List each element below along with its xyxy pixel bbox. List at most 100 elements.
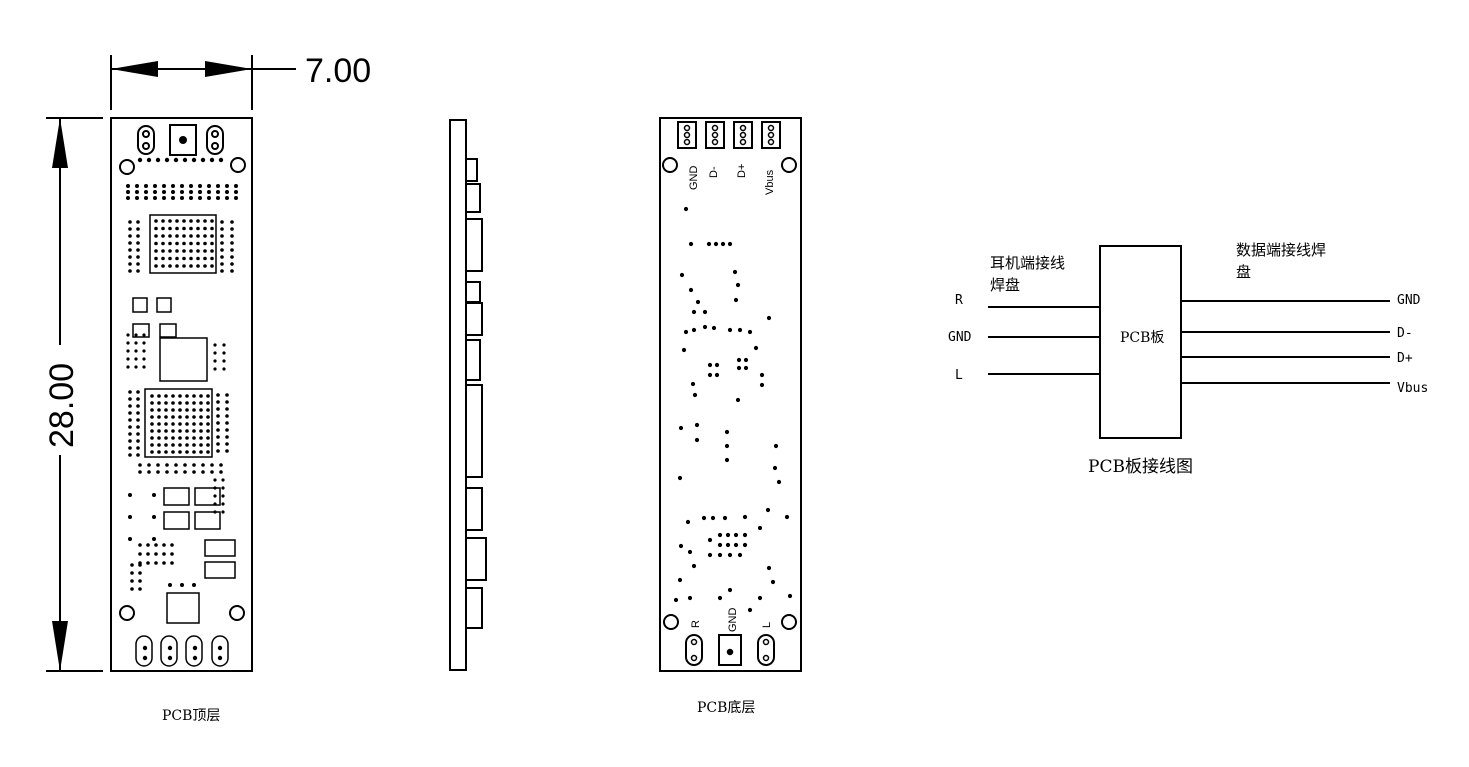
dot bbox=[688, 241, 694, 247]
dot bbox=[218, 157, 224, 163]
dot bbox=[225, 184, 229, 188]
dot bbox=[136, 432, 140, 436]
dot bbox=[152, 515, 156, 519]
dot bbox=[136, 234, 140, 238]
dot bbox=[196, 219, 200, 223]
dot bbox=[201, 463, 205, 467]
dot bbox=[146, 543, 150, 547]
dot bbox=[713, 241, 719, 247]
dot bbox=[717, 532, 723, 538]
dot bbox=[707, 537, 713, 543]
dot bbox=[230, 234, 234, 238]
dot bbox=[225, 442, 229, 446]
dot bbox=[196, 264, 200, 268]
dot bbox=[717, 542, 723, 548]
dot bbox=[234, 190, 238, 194]
dot bbox=[175, 249, 179, 253]
dot bbox=[136, 418, 140, 422]
dot bbox=[222, 343, 226, 347]
dot bbox=[220, 269, 224, 273]
dot bbox=[225, 421, 229, 425]
dot bbox=[142, 655, 148, 661]
dot bbox=[192, 394, 196, 398]
dot bbox=[154, 219, 158, 223]
dot bbox=[150, 408, 154, 412]
dot bbox=[126, 196, 130, 200]
dot bbox=[189, 184, 193, 188]
dot bbox=[743, 357, 749, 363]
dot bbox=[733, 532, 739, 538]
dot bbox=[206, 408, 210, 412]
dot bbox=[225, 414, 229, 418]
dot bbox=[702, 324, 708, 330]
wiring-caption: PCB板接线图 bbox=[1088, 457, 1193, 477]
dot bbox=[225, 190, 229, 194]
dot bbox=[178, 415, 182, 419]
dot bbox=[757, 525, 763, 531]
top-dot-fields bbox=[126, 157, 238, 661]
bottom-pad-holes bbox=[683, 124, 775, 662]
dot bbox=[217, 655, 223, 661]
dot bbox=[206, 443, 210, 447]
dot bbox=[222, 351, 226, 355]
dot bbox=[192, 463, 196, 467]
dot bbox=[136, 411, 140, 415]
dot bbox=[210, 219, 214, 223]
dot bbox=[182, 264, 186, 268]
dot bbox=[128, 432, 132, 436]
dot bbox=[225, 407, 229, 411]
dot bbox=[773, 443, 779, 449]
dot bbox=[209, 157, 215, 163]
dot bbox=[161, 219, 165, 223]
dot bbox=[178, 450, 182, 454]
dot bbox=[168, 226, 172, 231]
dot bbox=[144, 184, 148, 188]
dot bbox=[142, 341, 146, 345]
dot bbox=[142, 365, 146, 369]
dot bbox=[138, 579, 142, 583]
dot bbox=[735, 282, 741, 288]
dot bbox=[199, 408, 203, 412]
dot bbox=[737, 327, 743, 333]
dot bbox=[171, 394, 175, 398]
dot bbox=[178, 408, 182, 412]
dot bbox=[136, 241, 140, 245]
dot bbox=[182, 234, 186, 238]
dot bbox=[152, 537, 156, 541]
dot bbox=[144, 190, 148, 194]
dot bbox=[673, 597, 679, 603]
dot bbox=[128, 446, 132, 450]
dot bbox=[691, 563, 697, 569]
dot bbox=[128, 537, 132, 541]
dot bbox=[198, 190, 202, 194]
dot bbox=[725, 542, 731, 548]
dot bbox=[171, 436, 175, 440]
dot bbox=[180, 196, 184, 200]
dot bbox=[192, 443, 196, 447]
dot bbox=[207, 184, 211, 188]
dot bbox=[216, 196, 220, 200]
dot bbox=[128, 248, 132, 252]
dot bbox=[128, 390, 132, 394]
dot bbox=[161, 264, 165, 268]
dot bbox=[216, 435, 220, 439]
dot bbox=[168, 241, 172, 246]
dot bbox=[126, 349, 130, 353]
dot bbox=[210, 226, 214, 231]
dot bbox=[130, 587, 134, 591]
dot bbox=[167, 645, 173, 651]
dot bbox=[130, 563, 134, 567]
dot bbox=[178, 401, 182, 405]
width-dimension bbox=[110, 55, 296, 110]
dot bbox=[175, 234, 179, 238]
dot bbox=[784, 514, 790, 520]
dot bbox=[681, 347, 687, 353]
dot bbox=[216, 400, 220, 404]
dot bbox=[154, 256, 158, 261]
dot bbox=[203, 241, 207, 246]
bottom-view-caption: PCB底层 bbox=[697, 700, 755, 716]
dot bbox=[175, 256, 179, 261]
dot bbox=[185, 408, 189, 412]
dot bbox=[206, 429, 210, 433]
dot bbox=[157, 415, 161, 419]
